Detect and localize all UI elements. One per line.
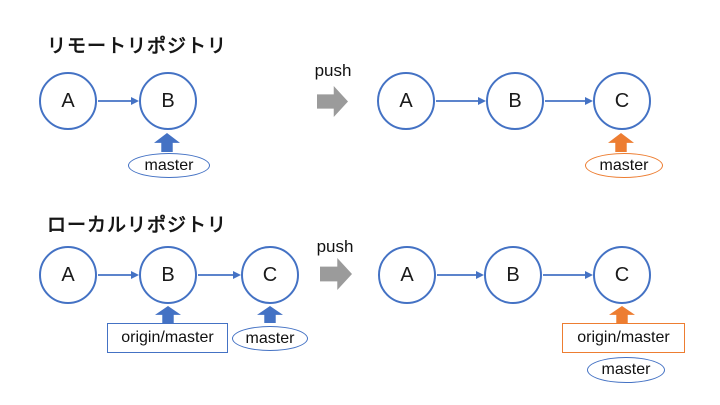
commit-edge-arrow-icon xyxy=(545,97,593,105)
commit-edge-arrow-icon xyxy=(543,271,593,279)
branch-pointer-arrow-icon xyxy=(154,133,180,152)
push-arrow-icon xyxy=(320,258,352,290)
commit-node-a: A xyxy=(378,246,436,304)
branch-pointer-arrow-icon xyxy=(608,133,634,152)
commit-edge-arrow-icon xyxy=(98,271,139,279)
commit-node-b: B xyxy=(139,246,197,304)
local-repo-title: ローカルリポジトリ xyxy=(47,215,228,236)
commit-node-b: B xyxy=(484,246,542,304)
branch-pointer-arrow-icon xyxy=(609,306,635,323)
branch-pointer-arrow-icon xyxy=(257,306,283,323)
commit-edge-arrow-icon xyxy=(198,271,241,279)
branch-pointer-arrow-icon xyxy=(155,306,181,323)
commit-edge-arrow-icon xyxy=(98,97,139,105)
remote-tracking-label-origin-master: origin/master xyxy=(107,323,228,353)
commit-node-c: C xyxy=(241,246,299,304)
commit-edge-arrow-icon xyxy=(437,271,484,279)
commit-node-a: A xyxy=(39,72,97,130)
branch-label-master: master xyxy=(128,153,210,178)
push-arrow-icon xyxy=(317,86,348,117)
commit-node-b: B xyxy=(139,72,197,130)
branch-label-master: master xyxy=(585,153,663,178)
commit-edge-arrow-icon xyxy=(436,97,486,105)
commit-node-a: A xyxy=(39,246,97,304)
branch-label-master: master xyxy=(587,357,665,383)
push-label: push xyxy=(316,237,354,256)
remote-tracking-label-origin-master: origin/master xyxy=(562,323,685,353)
push-label: push xyxy=(314,61,352,80)
commit-node-c: C xyxy=(593,72,651,130)
commit-node-c: C xyxy=(593,246,651,304)
commit-node-a: A xyxy=(377,72,435,130)
commit-node-b: B xyxy=(486,72,544,130)
branch-label-master: master xyxy=(232,326,308,351)
remote-repo-title: リモートリポジトリ xyxy=(47,36,228,57)
